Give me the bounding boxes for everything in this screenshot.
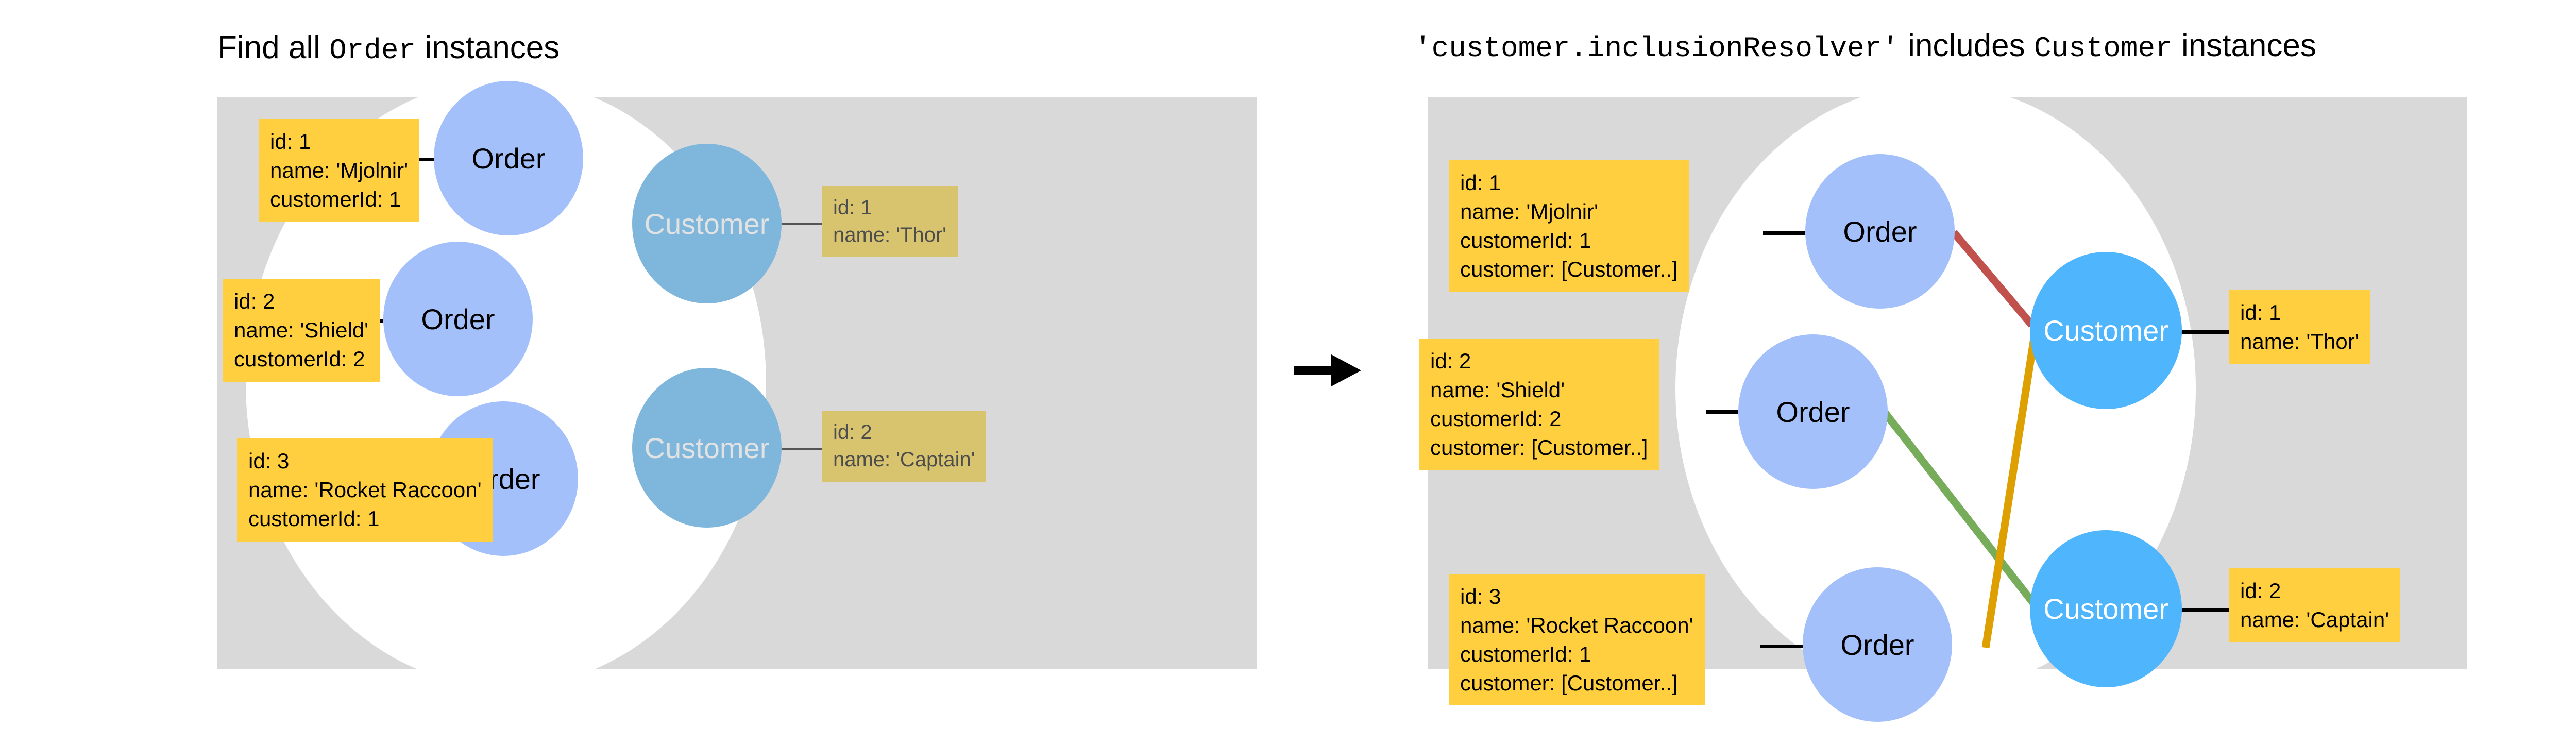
- right-title-middle: includes: [1899, 28, 2034, 63]
- left-panel: Order Order Order Customer Customer id: …: [217, 79, 1257, 687]
- left-title-code: Order: [329, 34, 416, 67]
- right-customer-card-2[interactable]: id: 2 name: 'Captain': [2229, 568, 2401, 642]
- right-connector-customer-1: [2181, 330, 2229, 334]
- card-line-customerid: customerId: 2: [234, 346, 365, 371]
- right-order-node-3[interactable]: Order: [1803, 567, 1952, 722]
- left-customer-card-2[interactable]: id: 2 name: 'Captain': [822, 411, 987, 482]
- right-connector-order-1: [1763, 231, 1805, 235]
- node-label: Order: [471, 142, 546, 175]
- card-line-customer: customer: [Customer..]: [1430, 435, 1648, 460]
- right-customer-node-1[interactable]: Customer: [2030, 252, 2182, 409]
- card-line-name: name: 'Captain': [2240, 607, 2389, 632]
- card-line-id: id: 1: [1460, 171, 1501, 195]
- right-title-code-customer: Customer: [2033, 32, 2173, 65]
- right-order-node-2[interactable]: Order: [1738, 334, 1888, 489]
- card-line-id: id: 2: [234, 289, 275, 313]
- card-line-name: name: 'Shield': [234, 317, 369, 342]
- card-line-id: id: 1: [2240, 300, 2281, 325]
- left-order-node-1[interactable]: Order: [434, 81, 583, 235]
- left-title-prefix: Find all: [217, 30, 330, 65]
- left-order-card-2[interactable]: id: 2 name: 'Shield' customerId: 2: [223, 279, 380, 382]
- node-label: Customer: [2043, 314, 2168, 347]
- card-line-name: name: 'Captain': [833, 448, 975, 471]
- card-line-customer: customer: [Customer..]: [1460, 257, 1678, 281]
- node-label: Order: [1776, 395, 1850, 428]
- right-order-card-3[interactable]: id: 3 name: 'Rocket Raccoon' customerId:…: [1449, 574, 1705, 706]
- right-panel-title: 'customer.inclusionResolver' includes Cu…: [1414, 30, 2316, 63]
- card-line-name: name: 'Rocket Raccoon': [1460, 613, 1693, 637]
- right-order-card-2[interactable]: id: 2 name: 'Shield' customerId: 2 custo…: [1419, 339, 1659, 470]
- right-customer-node-2[interactable]: Customer: [2030, 530, 2182, 687]
- card-line-id: id: 1: [270, 129, 311, 154]
- card-line-id: id: 2: [1430, 349, 1471, 373]
- left-title-suffix: instances: [416, 30, 560, 65]
- card-line-customerid: customerId: 1: [270, 187, 401, 211]
- card-line-id: id: 2: [833, 421, 872, 444]
- left-customer-node-2[interactable]: Customer: [632, 368, 782, 528]
- card-line-id: id: 3: [1460, 584, 1501, 608]
- card-line-name: name: 'Rocket Raccoon': [248, 477, 482, 502]
- node-label: Customer: [644, 207, 770, 240]
- card-line-customerid: customerId: 1: [1460, 228, 1591, 252]
- right-connector-order-2: [1706, 410, 1738, 414]
- left-order-card-1[interactable]: id: 1 name: 'Mjolnir' customerId: 1: [259, 119, 420, 222]
- right-customer-card-1[interactable]: id: 1 name: 'Thor': [2229, 290, 2370, 364]
- right-title-code-resolver: 'customer.inclusionResolver': [1414, 32, 1899, 65]
- right-connector-customer-2: [2181, 608, 2229, 612]
- left-customer-card-1[interactable]: id: 1 name: 'Thor': [822, 186, 958, 258]
- right-order-card-1[interactable]: id: 1 name: 'Mjolnir' customerId: 1 cust…: [1449, 160, 1689, 292]
- card-line-name: name: 'Thor': [833, 224, 946, 247]
- node-label: Order: [1840, 628, 1914, 661]
- right-order-node-1[interactable]: Order: [1805, 154, 1955, 309]
- left-customer-node-1[interactable]: Customer: [632, 144, 782, 303]
- card-line-name: name: 'Mjolnir': [1460, 199, 1599, 224]
- card-line-customerid: customerId: 1: [1460, 641, 1591, 666]
- left-order-card-3[interactable]: id: 3 name: 'Rocket Raccoon' customerId:…: [237, 438, 493, 542]
- card-line-name: name: 'Thor': [2240, 329, 2359, 353]
- node-label: Customer: [644, 431, 770, 464]
- left-connector-customer-2: [782, 448, 822, 450]
- card-line-id: id: 2: [2240, 579, 2281, 603]
- arrow-right-icon: [1294, 354, 1361, 386]
- node-label: Order: [421, 302, 495, 335]
- card-line-customerid: customerId: 2: [1430, 406, 1562, 431]
- card-line-id: id: 1: [833, 196, 872, 219]
- right-title-suffix: instances: [2172, 28, 2316, 63]
- card-line-customerid: customerId: 1: [248, 506, 380, 531]
- left-order-node-2[interactable]: Order: [383, 242, 533, 396]
- right-connector-order-3: [1760, 645, 1803, 648]
- left-connector-customer-1: [782, 223, 822, 225]
- node-label: Order: [1843, 215, 1917, 248]
- card-line-name: name: 'Shield': [1430, 377, 1565, 402]
- card-line-id: id: 3: [248, 449, 290, 473]
- card-line-customer: customer: [Customer..]: [1460, 670, 1678, 695]
- right-panel: Order Order Order Customer Customer id: …: [1419, 84, 2467, 722]
- node-label: Customer: [2043, 593, 2168, 625]
- left-panel-title: Find all Order instances: [217, 32, 560, 65]
- card-line-name: name: 'Mjolnir': [270, 158, 409, 182]
